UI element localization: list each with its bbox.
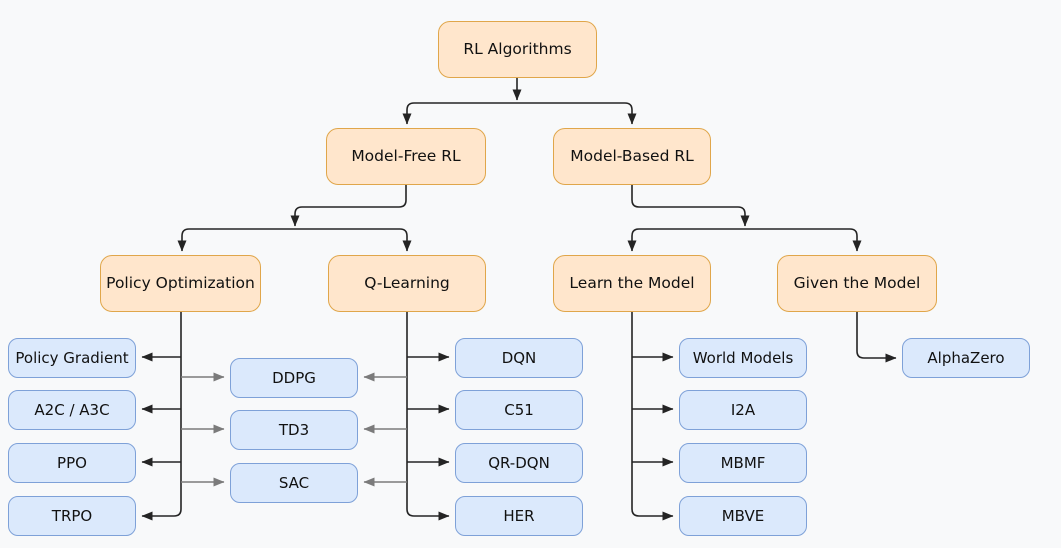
- node-c51: C51: [455, 390, 583, 430]
- node-ddpg: DDPG: [230, 358, 358, 398]
- edge-root-to-model-based-rl: [517, 102, 637, 125]
- edge-model-based-to-bus: [631, 185, 750, 227]
- edge-model-free-to-bus: [290, 185, 407, 227]
- node-model-based-rl: Model-Based RL: [553, 128, 711, 185]
- node-a2c-a3c: A2C / A3C: [8, 390, 136, 430]
- node-her: HER: [455, 496, 583, 536]
- node-world-models: World Models: [679, 338, 807, 378]
- edge-given-the-model-to-alphazero: [856, 312, 897, 363]
- edge-root-to-model-free-rl: [402, 102, 517, 125]
- node-alphazero: AlphaZero: [902, 338, 1030, 378]
- node-sac: SAC: [230, 463, 358, 503]
- node-policy-optimization: Policy Optimization: [100, 255, 261, 312]
- node-given-the-model: Given the Model: [777, 255, 937, 312]
- node-policy-gradient: Policy Gradient: [8, 338, 136, 378]
- node-ppo: PPO: [8, 443, 136, 483]
- node-learn-the-model: Learn the Model: [553, 255, 711, 312]
- edge-policy-optimization-to-trpo: [141, 312, 182, 521]
- edge-model-free-to-q-learning: [295, 228, 412, 252]
- edge-q-learning-to-her: [406, 312, 450, 521]
- node-qr-dqn: QR-DQN: [455, 443, 583, 483]
- node-i2a: I2A: [679, 390, 807, 430]
- edge-model-free-to-policy-optimization: [177, 228, 295, 252]
- node-dqn: DQN: [455, 338, 583, 378]
- node-trpo: TRPO: [8, 496, 136, 536]
- node-model-free-rl: Model-Free RL: [326, 128, 486, 185]
- node-mbmf: MBMF: [679, 443, 807, 483]
- node-mbve: MBVE: [679, 496, 807, 536]
- node-td3: TD3: [230, 410, 358, 450]
- node-q-learning: Q-Learning: [328, 255, 486, 312]
- node-rl-algorithms: RL Algorithms: [438, 21, 597, 78]
- edge-model-based-to-given-the-model: [745, 228, 862, 252]
- edge-learn-the-model-to-mbve: [631, 312, 674, 521]
- edge-model-based-to-learn-the-model: [627, 228, 745, 252]
